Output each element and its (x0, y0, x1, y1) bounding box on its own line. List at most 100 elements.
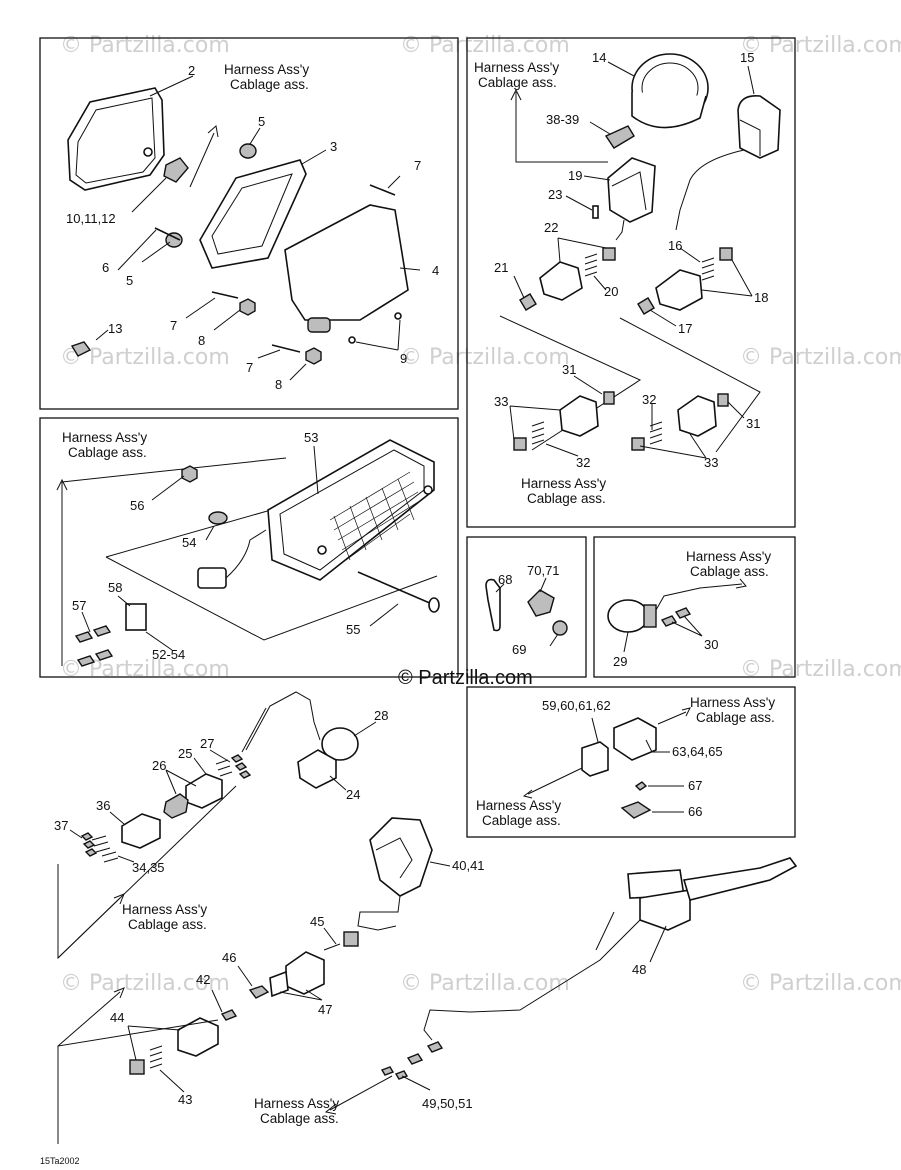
connector-lock (717, 393, 729, 407)
callout: 14 (592, 50, 606, 65)
frame-window (211, 173, 293, 255)
screw-icon (211, 291, 239, 299)
headlamp-inner (75, 97, 156, 184)
headlamp-lens (67, 87, 165, 191)
key-switch (321, 727, 359, 761)
panel-indicator (593, 536, 796, 678)
callout: 59,60,61,62 (542, 698, 611, 713)
callout: 7 (170, 318, 177, 333)
panel-ties (466, 536, 587, 678)
callout: 33 (704, 455, 718, 470)
callout: 6 (102, 260, 109, 275)
callout: 29 (613, 654, 627, 669)
connector-lock (220, 1009, 238, 1021)
callout: 30 (704, 637, 718, 652)
harness-label-fr: Cablage ass. (696, 710, 775, 725)
watermarks: © Partzilla.com © Partzilla.com © Partzi… (60, 33, 901, 996)
callout: 32 (642, 392, 656, 407)
headlight-group (67, 75, 421, 381)
callout: 44 (110, 1010, 124, 1025)
switches-group (57, 691, 798, 1144)
gauges-group (499, 53, 781, 459)
callout: 69 (512, 642, 526, 657)
callout: 5 (258, 114, 265, 129)
screw-icon (394, 312, 402, 320)
callout: 34,35 (132, 860, 165, 875)
connector-seal (602, 247, 616, 261)
callout: 45 (310, 914, 324, 929)
watermark: © Partzilla.com (400, 971, 570, 996)
harness-arrow (189, 132, 215, 188)
callout: 57 (72, 598, 86, 613)
bulb-icon (208, 511, 228, 525)
harness-label: Harness Ass'y (474, 60, 559, 75)
callout: 48 (632, 962, 646, 977)
callout: 31 (562, 362, 576, 377)
callout: 56 (130, 498, 144, 513)
callout: 33 (494, 394, 508, 409)
connector-lock (519, 293, 537, 311)
screw-icon (369, 184, 396, 196)
connector-seal (269, 970, 289, 998)
nut-icon (239, 298, 256, 316)
callout: 32 (576, 455, 590, 470)
connector-housing (125, 603, 147, 631)
watermark: © Partzilla.com (740, 971, 901, 996)
watermark: © Partzilla.com (740, 657, 901, 682)
seal-icons (80, 832, 98, 857)
callout: 16 (668, 238, 682, 253)
callout: 24 (346, 787, 360, 802)
clip-icon (527, 589, 555, 617)
watermark: © Partzilla.com (740, 345, 901, 370)
harness-label: Harness Ass'y (224, 62, 309, 77)
harness-label-fr: Cablage ass. (230, 77, 309, 92)
connector-housing (655, 269, 703, 311)
callout: 2 (188, 63, 195, 78)
connector-housing (539, 261, 583, 301)
terminal-icons (380, 1066, 409, 1080)
connector-housing (185, 773, 223, 809)
watermark: © Partzilla.com (60, 971, 230, 996)
gauge-wire (675, 149, 745, 231)
callout: 13 (108, 321, 122, 336)
terminal-icons (660, 607, 692, 627)
taillight-body (267, 439, 435, 581)
callout: 23 (548, 187, 562, 202)
callout: 63,64,65 (672, 744, 723, 759)
rear-housing (284, 204, 409, 321)
watermark: © Partzilla.com (400, 33, 570, 58)
screw-icon (357, 571, 433, 605)
callout: 36 (96, 798, 110, 813)
watermark: © Partzilla.com (400, 345, 570, 370)
cable-tie-icon (485, 578, 501, 632)
callout: 68 (498, 572, 512, 587)
switch-wire (245, 691, 321, 751)
panel-headlight (39, 37, 459, 410)
taillight-group (56, 439, 440, 667)
connector-housing (581, 741, 609, 777)
connector-housing (613, 717, 657, 761)
callout: 37 (54, 818, 68, 833)
callout: 70,71 (527, 563, 560, 578)
headlight-frame (199, 159, 307, 269)
bulb-icon (604, 125, 635, 149)
handlebar-switch (369, 817, 433, 897)
harness-label: Harness Ass'y (62, 430, 147, 445)
callout: 9 (400, 351, 407, 366)
harness-label: Harness Ass'y (476, 798, 561, 813)
screw-icon (348, 336, 356, 344)
rear-housing-boss (307, 317, 331, 333)
harness-label-fr: Cablage ass. (527, 491, 606, 506)
callout: 31 (746, 416, 760, 431)
callout: 53 (304, 430, 318, 445)
pin-icon (592, 205, 599, 219)
connector-seal (129, 1059, 145, 1075)
callout: 17 (678, 321, 692, 336)
connector-seal (163, 793, 189, 819)
callout: 27 (200, 736, 214, 751)
connector-housing (177, 1017, 219, 1057)
harness-label-fr: Cablage ass. (260, 1111, 339, 1126)
key-switch-body (297, 749, 337, 789)
connector-housing (121, 813, 161, 849)
